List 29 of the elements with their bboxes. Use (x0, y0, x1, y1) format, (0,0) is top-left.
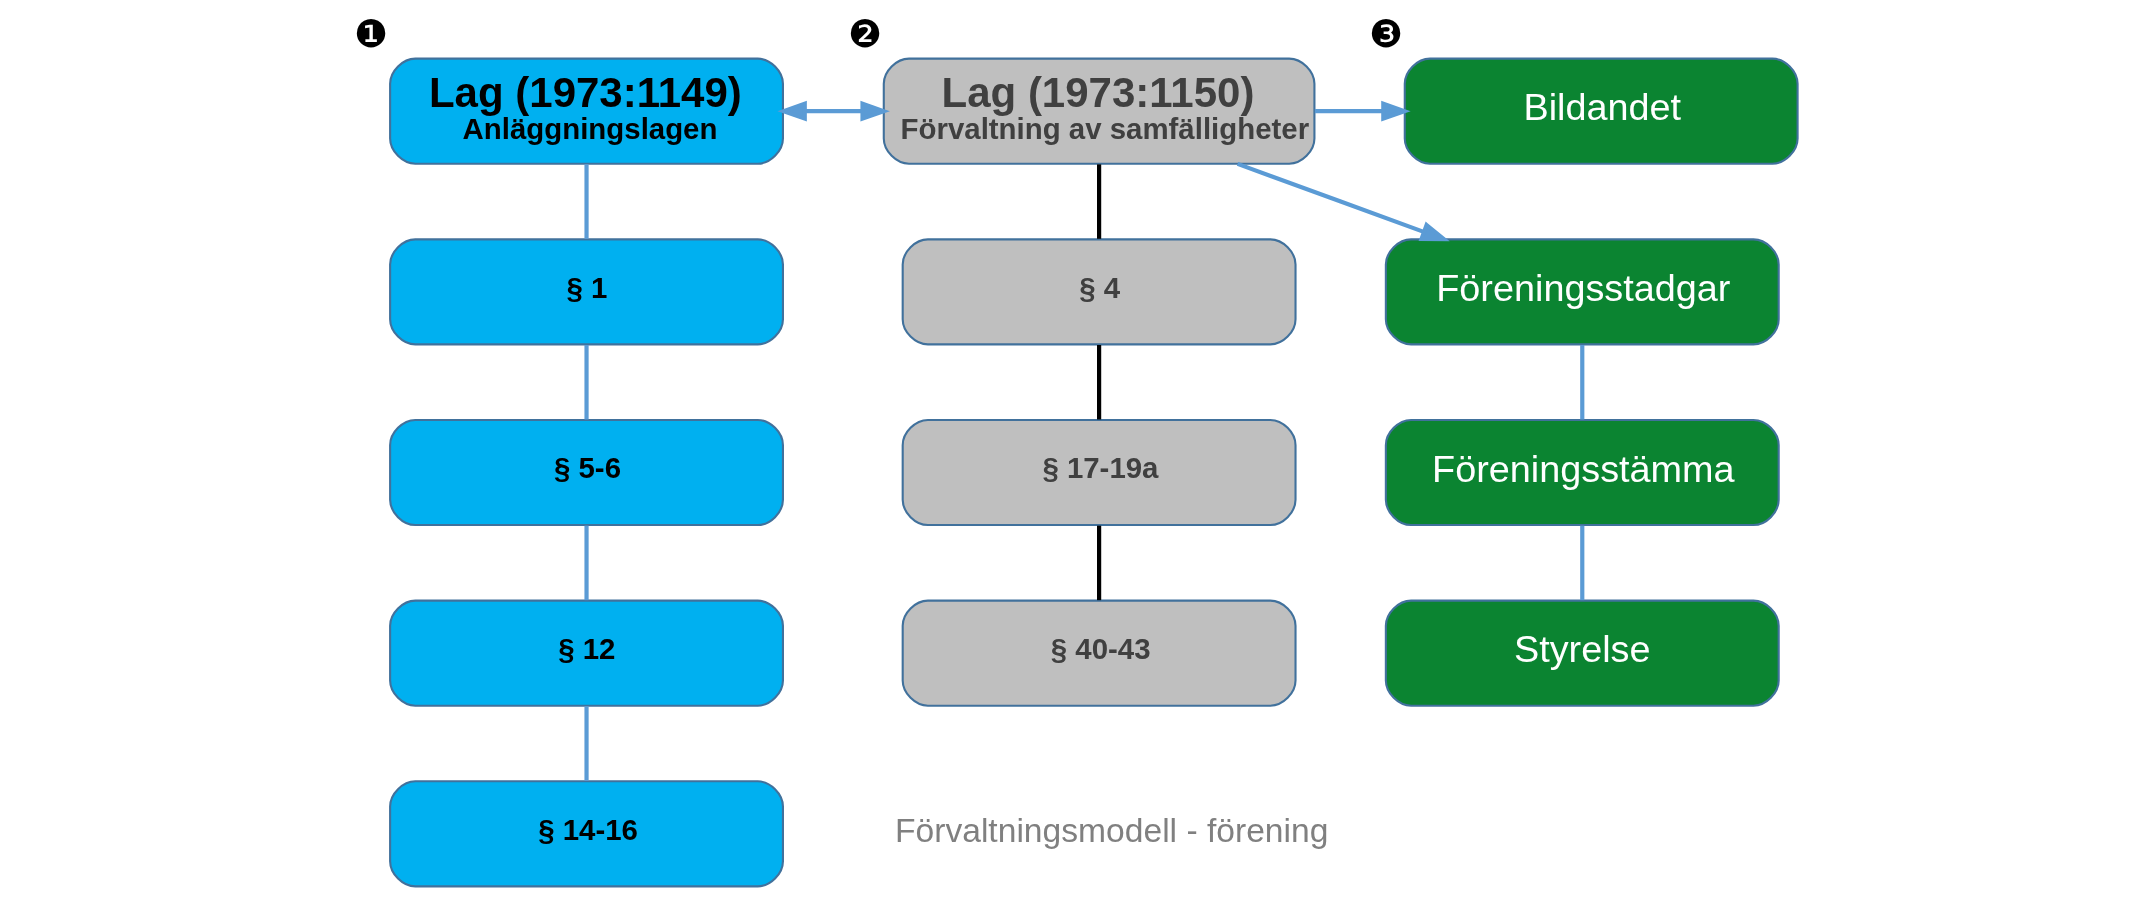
node-box: Styrelse (1384, 599, 1780, 707)
node-box: Lag (1973:1150) Förvaltning av samfälligheter (882, 57, 1316, 165)
node-box: § 1 (389, 238, 784, 346)
node-box: § 12 (389, 599, 784, 707)
node-box: § 17-19a (901, 418, 1297, 527)
node-label: ❷ (848, 12, 883, 55)
connector (584, 164, 589, 239)
connector (1097, 164, 1102, 239)
connector (1580, 525, 1585, 601)
connector (584, 525, 589, 601)
connector (584, 345, 589, 420)
arrow (1236, 161, 1450, 242)
connector (1097, 345, 1102, 420)
connector (1097, 525, 1102, 601)
node-label: ❶ (354, 12, 389, 55)
connector (584, 706, 589, 781)
arrow (777, 100, 890, 122)
node-box: § 14-16 (389, 780, 784, 888)
node-box: Lag (1973:1149) Anläggningslagen (389, 57, 784, 165)
node-label: ❸ (1369, 12, 1404, 55)
node-box: Föreningsstadgar (1384, 238, 1780, 346)
arrow (1314, 100, 1411, 122)
label: Förvaltningsmodell - förening (895, 811, 1329, 849)
node-box: Föreningsstämma (1384, 418, 1780, 527)
node-box: § 4 (901, 238, 1297, 346)
connector (1580, 345, 1585, 420)
node-box: § 40-43 (901, 599, 1297, 707)
node-box: § 5-6 (389, 418, 784, 527)
node-box: Bildandet (1403, 57, 1799, 165)
